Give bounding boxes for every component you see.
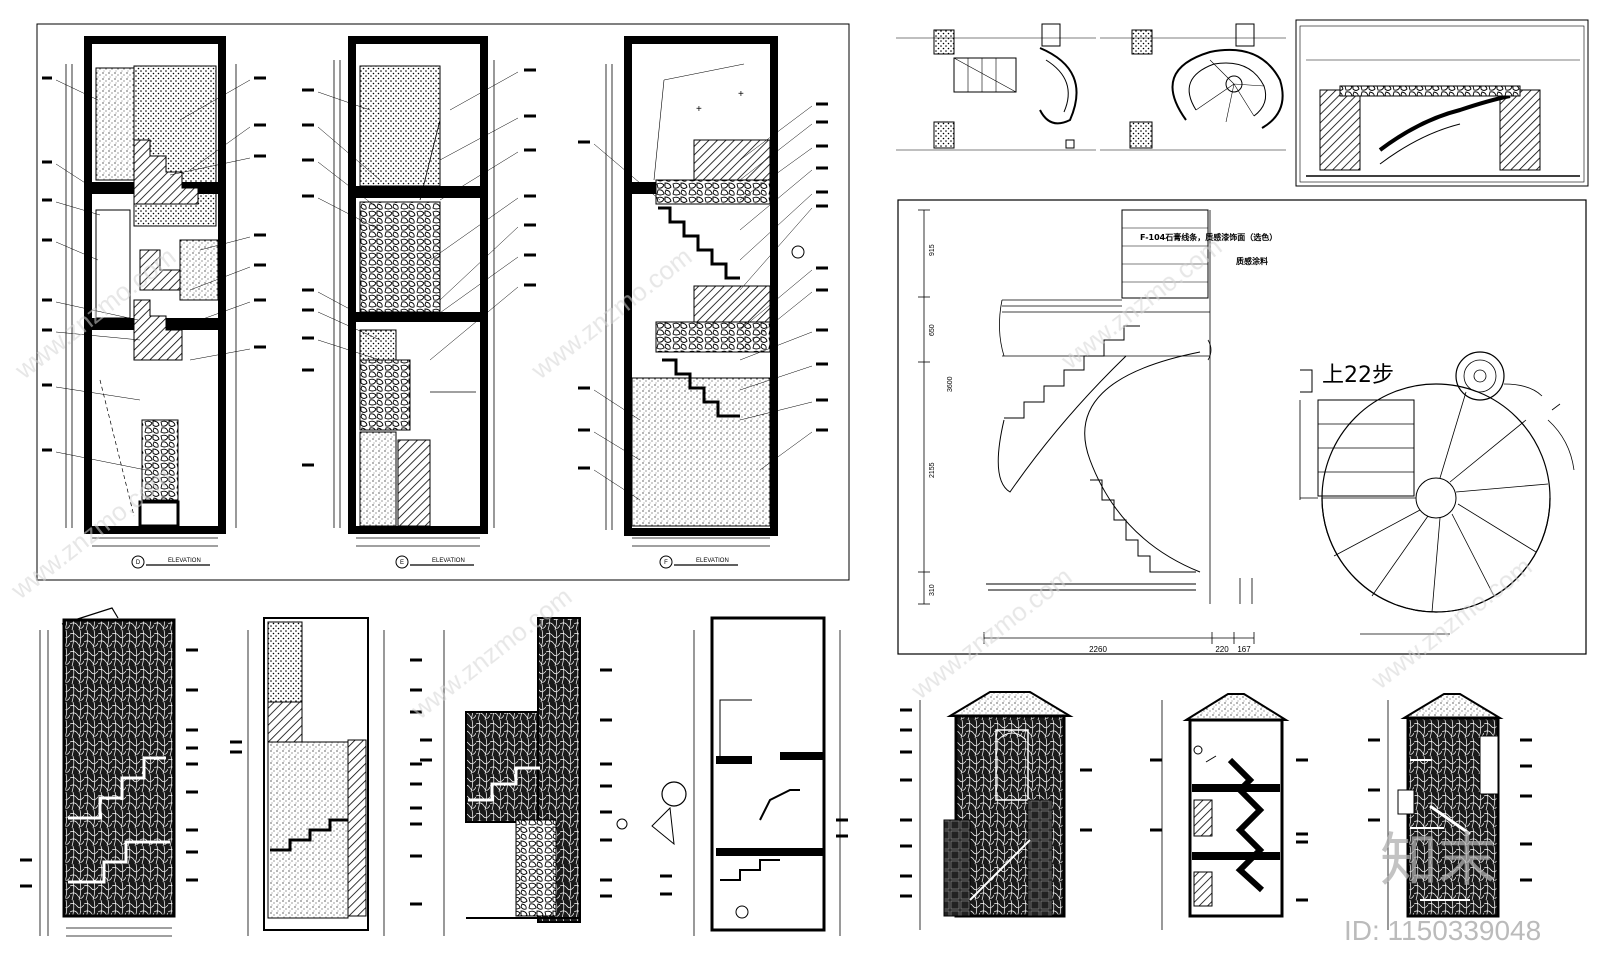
watermark-site-6: www.znzmo.com <box>904 561 1077 705</box>
bottom-elevation-2 <box>230 617 422 936</box>
bottom-elevation-1 <box>20 607 198 937</box>
elevation-e <box>333 36 495 547</box>
elevation-f-title: F ELEVATION <box>659 555 738 569</box>
watermark-site-1: www.znzmo.com <box>8 241 181 385</box>
elevation-d-marker: D <box>136 560 141 566</box>
spiral-section-drawing: 3600 915 650 2155 310 2260 220 167 <box>918 209 1255 654</box>
note-paint: 质感涂料 <box>1236 256 1268 266</box>
stair-section-small <box>1295 19 1589 187</box>
elevation-e-caption: ELEVATION <box>432 558 465 564</box>
spiral-plan-drawing: 上22步 <box>1299 351 1575 635</box>
elevation-d-callouts <box>42 76 266 471</box>
ceiling-mark-1: + <box>696 104 702 115</box>
watermark-brand: 知末 <box>1380 828 1496 893</box>
dim-w1: 2260 <box>1089 645 1107 654</box>
spiral-stair-plan-2 <box>1100 23 1286 151</box>
ceiling-mark-2: + <box>738 89 744 100</box>
elevation-d-title: D ELEVATION <box>131 555 210 569</box>
dim-total-height: 3600 <box>947 376 954 392</box>
bottom-elevation-3 <box>420 617 628 936</box>
elevation-e-callouts <box>302 68 536 467</box>
dim-h4: 310 <box>929 584 936 596</box>
house-section-2 <box>1150 693 1308 930</box>
spiral-stair-plan-1 <box>896 23 1096 151</box>
dim-h1: 915 <box>929 244 936 256</box>
elevation-d-caption: ELEVATION <box>168 558 201 564</box>
elevation-f-caption: ELEVATION <box>696 558 729 564</box>
watermark-site-3: www.znzmo.com <box>1054 231 1227 375</box>
elevation-e-title: E ELEVATION <box>395 555 474 569</box>
elevation-f-callouts <box>578 102 828 501</box>
dim-h2: 650 <box>929 324 936 336</box>
bottom-elevation-4 <box>651 616 848 936</box>
elevation-sheet-frame <box>36 23 850 581</box>
elevation-f-marker: F <box>664 560 668 566</box>
dim-w2: 220 <box>1215 645 1229 654</box>
watermark-id: ID: 1150339048 <box>1344 915 1541 946</box>
elevation-d <box>65 36 237 547</box>
dim-w3: 167 <box>1237 645 1251 654</box>
elevation-e-marker: E <box>400 560 404 566</box>
house-section-1 <box>900 691 1092 930</box>
note-material: F-104石膏线条，质感漆饰面（选色） <box>1140 232 1277 242</box>
spiral-detail-frame <box>897 199 1587 655</box>
dim-h3: 2155 <box>929 462 936 478</box>
watermark-site-7: www.znzmo.com <box>1364 551 1537 695</box>
house-section-3 <box>1368 693 1532 930</box>
watermark-site-2: www.znzmo.com <box>524 241 697 385</box>
step-label: 上22步 <box>1322 363 1394 388</box>
